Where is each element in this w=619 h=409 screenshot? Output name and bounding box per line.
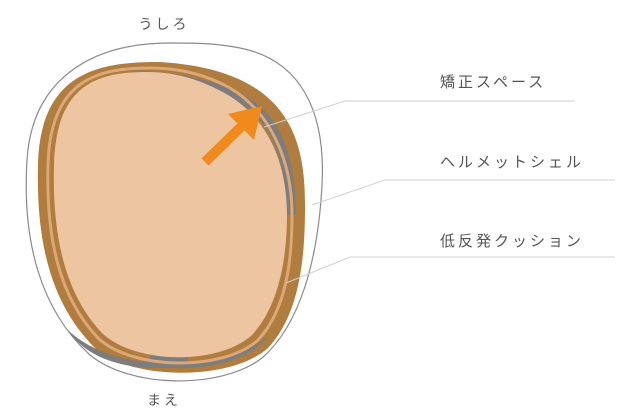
direction-arrow-icon [201,106,262,166]
label-correction-space: 矯正スペース [440,73,546,91]
cushion-layer [46,66,294,365]
back-label: うしろ [139,17,190,33]
leader-line-cushion [285,256,615,284]
leader-line-helmet-shell [311,179,615,206]
label-helmet-shell: ヘルメットシェル [440,153,584,171]
label-low-rebound-cushion: 低反発クッション [440,232,584,250]
leader-line-correction-space [263,100,575,128]
front-label: まえ [147,393,181,409]
